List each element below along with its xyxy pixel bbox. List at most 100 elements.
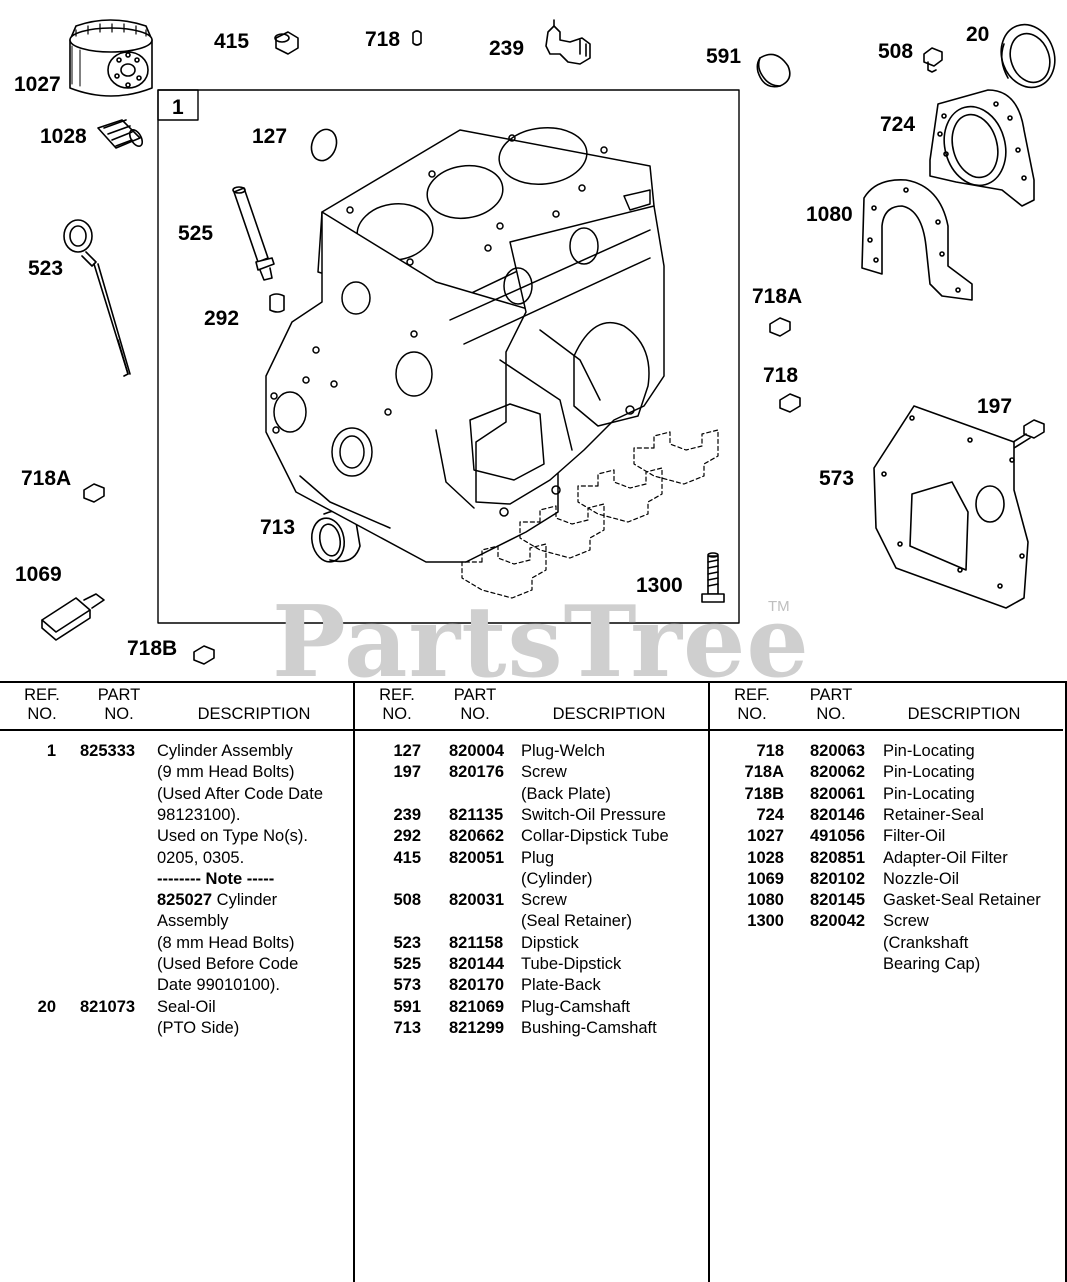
table-row: (Crankshaft xyxy=(710,933,1060,954)
callout-724[interactable]: 724 xyxy=(880,113,916,136)
description-cell: Switch-Oil Pressure xyxy=(521,805,666,824)
description-cell: (Cylinder) xyxy=(521,869,593,888)
oil-filter-adapter-part xyxy=(97,119,144,149)
description-cell: (Used Before Code xyxy=(157,955,299,973)
ref-no-cell: 508 xyxy=(393,891,421,910)
callout-508[interactable]: 508 xyxy=(878,40,914,63)
crankshaft-screw-part xyxy=(701,552,725,603)
description-part-no: 825027 xyxy=(157,891,213,910)
description-cell: Screw xyxy=(521,763,567,782)
description-cell: Plug-Camshaft xyxy=(521,997,631,1016)
callout-20[interactable]: 20 xyxy=(966,23,990,46)
callout-239[interactable]: 239 xyxy=(489,37,525,60)
oil-pressure-switch-part xyxy=(545,19,591,65)
ref-no-cell: 415 xyxy=(393,848,421,867)
description-cell: (Back Plate) xyxy=(521,784,611,803)
dipstick-collar-part xyxy=(269,293,285,313)
table-row: -------- Note ----- xyxy=(0,869,350,890)
callout-1300[interactable]: 1300 xyxy=(636,574,683,597)
pin-718a-left-part xyxy=(83,483,105,503)
part-no-cell: 821069 xyxy=(449,997,505,1016)
ref-no-cell: 1300 xyxy=(747,912,784,931)
table-row: (Cylinder) xyxy=(355,869,705,890)
description-cell: Nozzle-Oil xyxy=(883,869,960,888)
callout-718-right[interactable]: 718 xyxy=(763,364,799,387)
table-row: Date 99010100). xyxy=(0,975,350,996)
description-cell: (8 mm Head Bolts) xyxy=(157,933,295,952)
callout-1080[interactable]: 1080 xyxy=(806,203,853,226)
callout-573[interactable]: 573 xyxy=(819,467,855,490)
column-divider xyxy=(353,683,355,1282)
part-no-cell: 820851 xyxy=(810,848,866,867)
callout-523[interactable]: 523 xyxy=(28,257,64,280)
ref-no-cell: 1027 xyxy=(747,827,784,846)
callout-718-top[interactable]: 718 xyxy=(365,28,401,51)
table-row: 724 820146 Retainer-Seal xyxy=(710,805,1060,826)
part-no-cell: 820102 xyxy=(810,869,866,888)
part-no-cell: 825333 xyxy=(80,742,136,760)
callout-718a-right[interactable]: 718A xyxy=(752,285,803,308)
pin-718-right-part xyxy=(779,393,801,413)
ref-no-cell: 20 xyxy=(37,997,56,1016)
ref-no-cell: 1069 xyxy=(747,869,784,888)
table-row: 825027 Cylinder xyxy=(0,890,350,911)
callout-718b[interactable]: 718B xyxy=(127,637,178,660)
callout-713[interactable]: 713 xyxy=(260,516,296,539)
header-part-no: PART NO. xyxy=(809,686,853,723)
ref-no-cell: 525 xyxy=(393,955,421,973)
description-cell: Cylinder Assembly xyxy=(157,742,293,760)
back-plate-screw-part xyxy=(1009,419,1045,449)
ref-no-cell: 239 xyxy=(393,805,421,824)
oil-seal-part xyxy=(1000,23,1056,89)
welch-plug-part xyxy=(310,128,338,162)
part-no-cell: 820004 xyxy=(449,742,505,760)
callout-197[interactable]: 197 xyxy=(977,395,1013,418)
oil-filter-part xyxy=(69,19,153,97)
seal-retainer-screw-part xyxy=(923,47,943,73)
part-no-cell: 820176 xyxy=(449,763,505,782)
table-row: (9 mm Head Bolts) xyxy=(0,762,350,783)
description-cell: Screw xyxy=(521,891,567,910)
callout-127[interactable]: 127 xyxy=(252,125,288,148)
callout-718a-left[interactable]: 718A xyxy=(21,467,72,490)
callout-525[interactable]: 525 xyxy=(178,222,214,245)
description-cell: (Seal Retainer) xyxy=(521,912,632,931)
callout-591[interactable]: 591 xyxy=(706,45,742,68)
description-cell: Collar-Dipstick Tube xyxy=(521,827,669,846)
description-cell: Retainer-Seal xyxy=(883,805,984,824)
header-description: DESCRIPTION xyxy=(197,705,311,723)
description-cell: Pin-Locating xyxy=(883,784,975,803)
callout-1069[interactable]: 1069 xyxy=(15,563,62,586)
ref-no-cell: 573 xyxy=(393,976,421,995)
seal-retainer-part xyxy=(929,89,1035,207)
description-cell: Assembly xyxy=(157,912,229,931)
description-cell: Dipstick xyxy=(521,933,579,952)
description-cell: Adapter-Oil Filter xyxy=(883,848,1008,867)
table-row: (Used After Code Date xyxy=(0,784,350,805)
description-cell: (Used After Code Date xyxy=(157,784,323,803)
description-cell: Date 99010100). xyxy=(157,976,280,995)
header-ref-no: REF. NO. xyxy=(734,686,770,723)
part-no-cell: 820051 xyxy=(449,848,505,867)
callout-1028[interactable]: 1028 xyxy=(40,125,87,148)
callout-1027[interactable]: 1027 xyxy=(14,73,61,96)
description-cell: Tube-Dipstick xyxy=(521,955,622,973)
partstree-watermark: PartsTree xyxy=(272,585,810,700)
description-cell: (9 mm Head Bolts) xyxy=(157,763,295,782)
part-no-cell: 821299 xyxy=(449,1018,505,1037)
callout-415[interactable]: 415 xyxy=(214,30,250,53)
part-no-cell: 820146 xyxy=(810,805,866,824)
ref-no-cell: 713 xyxy=(393,1018,421,1037)
description-cell: Screw xyxy=(883,912,929,931)
ref-no-cell: 724 xyxy=(756,805,784,824)
dipstick-tube-part xyxy=(232,186,275,281)
callout-292[interactable]: 292 xyxy=(204,307,240,330)
